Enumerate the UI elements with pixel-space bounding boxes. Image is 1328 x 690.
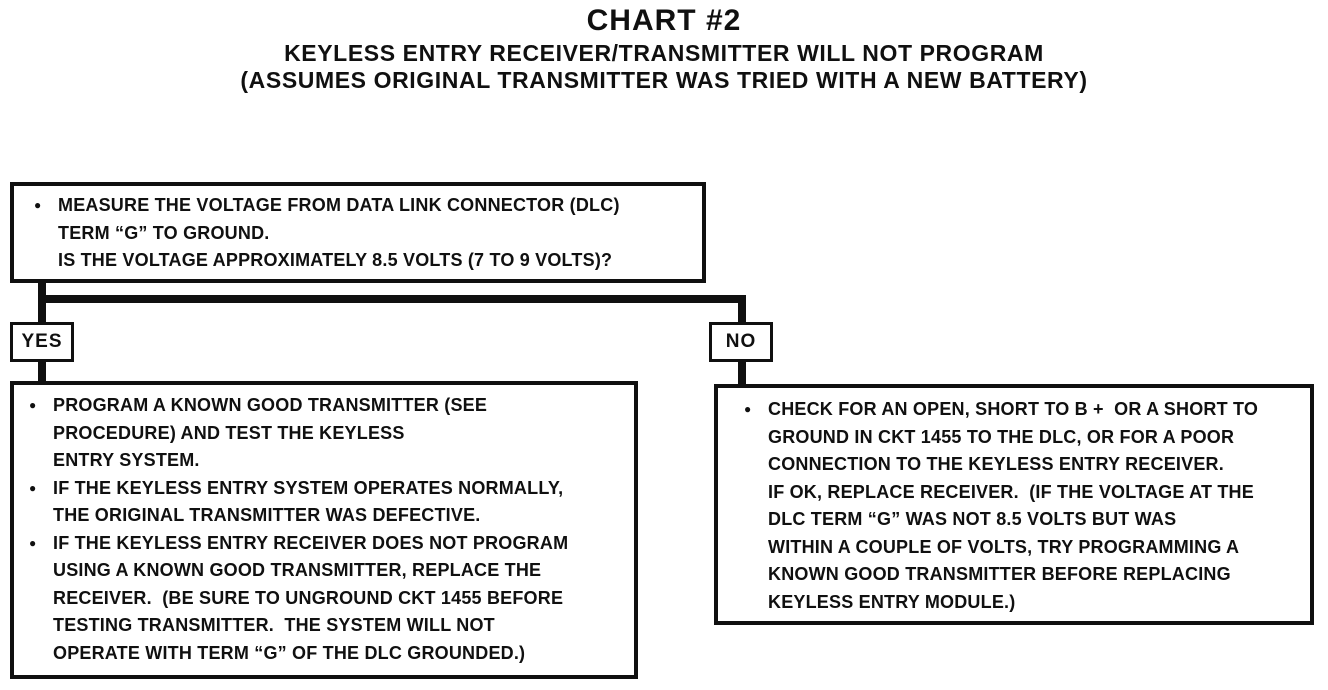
yes-action-bullet-row: ● PROGRAM A KNOWN GOOD TRANSMITTER (SEE … <box>29 392 628 475</box>
bullet-icon: ● <box>29 398 37 412</box>
yes-branch-label: YES <box>10 322 74 362</box>
question-text: MEASURE THE VOLTAGE FROM DATA LINK CONNE… <box>58 195 620 270</box>
connector-no-drop <box>738 295 746 323</box>
question-bullet-row: ● MEASURE THE VOLTAGE FROM DATA LINK CON… <box>34 192 696 275</box>
question-box: ● MEASURE THE VOLTAGE FROM DATA LINK CON… <box>10 182 706 283</box>
no-action-bullet-row: ● CHECK FOR AN OPEN, SHORT TO B + OR A S… <box>744 396 1304 616</box>
yes-action-text-3: IF THE KEYLESS ENTRY RECEIVER DOES NOT P… <box>53 532 569 663</box>
bullet-icon: ● <box>29 535 37 550</box>
yes-branch-text: YES <box>21 331 63 352</box>
bullet-icon: ● <box>744 402 752 416</box>
no-action-box: ● CHECK FOR AN OPEN, SHORT TO B + OR A S… <box>714 384 1314 625</box>
bullet-icon: ● <box>34 198 42 212</box>
connector-yes-to-action <box>38 360 46 382</box>
yes-action-text-1: PROGRAM A KNOWN GOOD TRANSMITTER (SEE PR… <box>53 395 488 470</box>
chart-subtitle: KEYLESS ENTRY RECEIVER/TRANSMITTER WILL … <box>284 40 1044 66</box>
bullet-icon: ● <box>29 480 37 495</box>
no-branch-label: NO <box>709 322 773 362</box>
chart-assumption-note: (ASSUMES ORIGINAL TRANSMITTER WAS TRIED … <box>240 67 1088 93</box>
no-branch-text: NO <box>725 331 757 352</box>
yes-action-bullet-row: ● IF THE KEYLESS ENTRY SYSTEM OPERATES N… <box>29 475 628 530</box>
connector-branch-horizontal <box>38 295 746 303</box>
yes-action-box: ● PROGRAM A KNOWN GOOD TRANSMITTER (SEE … <box>10 381 638 679</box>
yes-action-text-2: IF THE KEYLESS ENTRY SYSTEM OPERATES NOR… <box>53 477 564 526</box>
no-action-text: CHECK FOR AN OPEN, SHORT TO B + OR A SHO… <box>768 399 1259 612</box>
yes-action-bullet-row: ● IF THE KEYLESS ENTRY RECEIVER DOES NOT… <box>29 530 628 668</box>
chart-title: CHART #2 <box>586 4 742 37</box>
connector-no-to-action <box>738 360 746 385</box>
